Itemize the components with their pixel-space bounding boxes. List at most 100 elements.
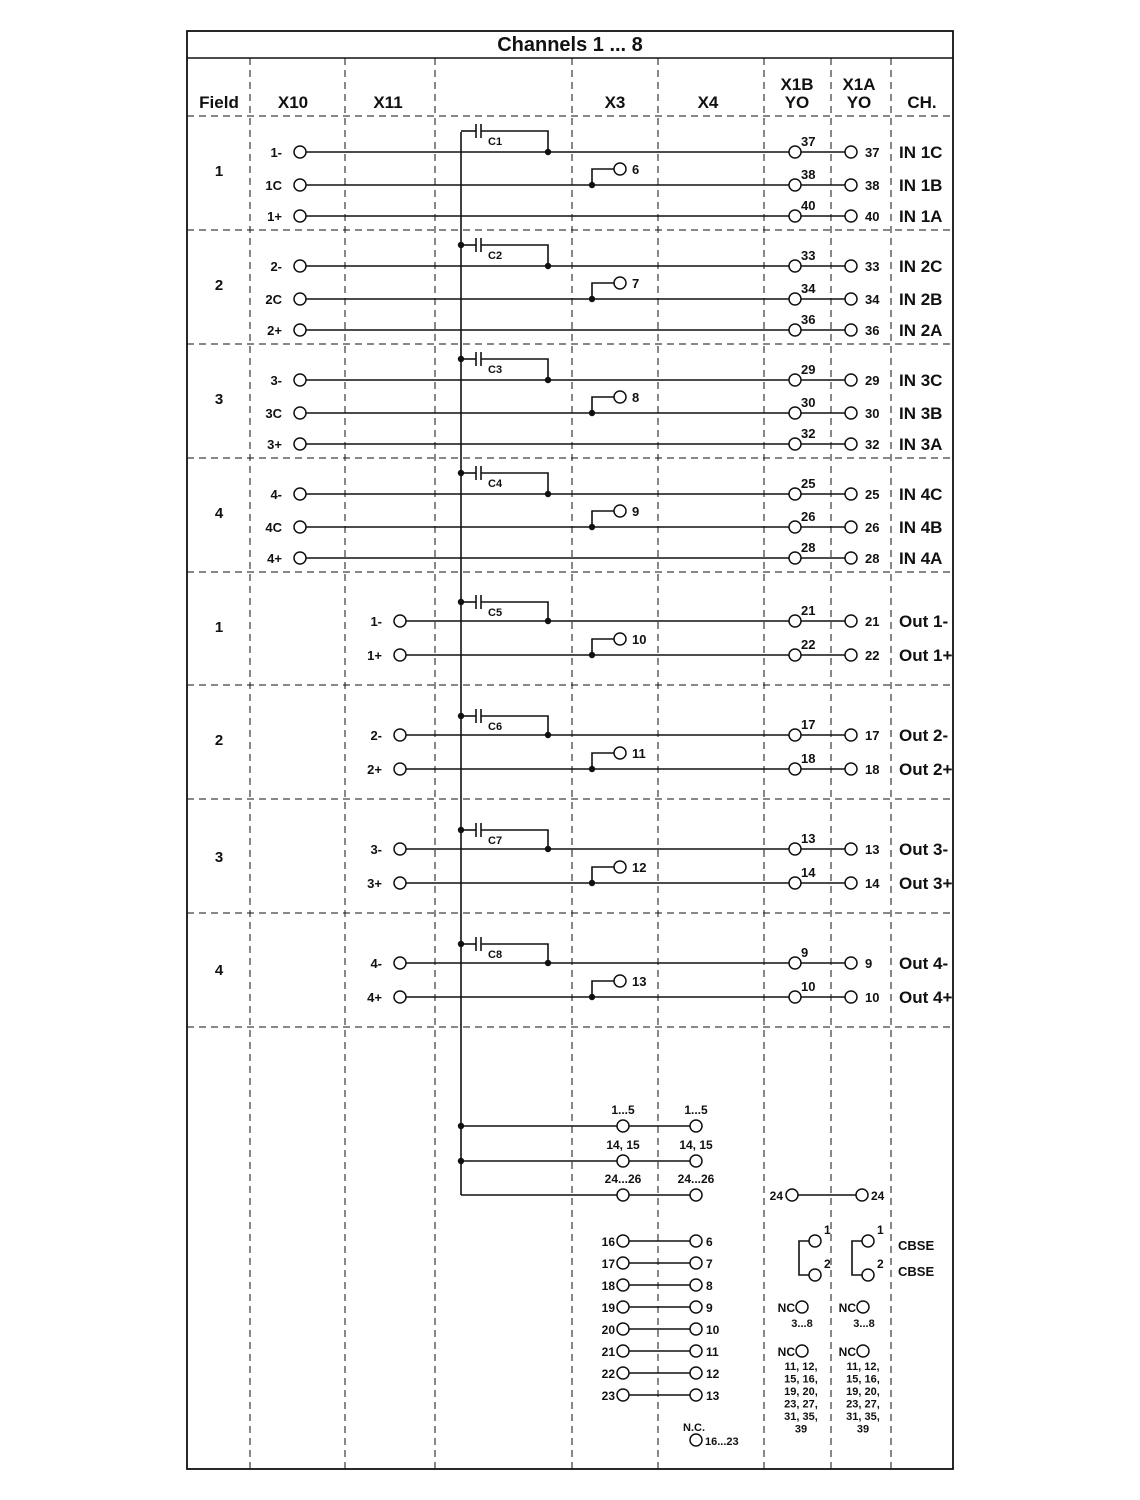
terminal-label: 2+ bbox=[267, 323, 282, 338]
nc-pins: 39 bbox=[795, 1424, 807, 1436]
cbse-pin-2: 2 bbox=[877, 1257, 884, 1271]
x3-link-number: 17 bbox=[602, 1257, 616, 1271]
x4-nc-label: N.C. bbox=[683, 1422, 705, 1434]
capacitor-lead bbox=[481, 601, 549, 621]
header-x1b-yo: YO bbox=[785, 93, 810, 112]
terminal-x1b bbox=[788, 842, 802, 856]
x4-group-label: 24...26 bbox=[678, 1172, 715, 1186]
channel-label: IN 4B bbox=[899, 518, 942, 537]
terminal-x1b bbox=[788, 990, 802, 1004]
terminal-x1a bbox=[844, 406, 858, 420]
x1b-pin-number: 22 bbox=[801, 637, 815, 652]
channel-label: IN 2A bbox=[899, 321, 942, 340]
terminal-x3 bbox=[613, 390, 627, 404]
x1b-pin-number: 10 bbox=[801, 979, 815, 994]
x1b-pin-number: 33 bbox=[801, 248, 815, 263]
cbse-pin-1: 1 bbox=[877, 1223, 884, 1237]
terminal-x10 bbox=[293, 551, 307, 565]
x4-link-number: 10 bbox=[706, 1323, 720, 1337]
terminal-x4-link bbox=[689, 1256, 703, 1270]
x1a-pin-number: 32 bbox=[865, 437, 879, 452]
terminal-x1b bbox=[788, 259, 802, 273]
terminal-x1a bbox=[844, 209, 858, 223]
x3-branch bbox=[591, 510, 614, 527]
x3-pin-number: 6 bbox=[632, 162, 639, 177]
terminal-x1a bbox=[844, 487, 858, 501]
terminal-x10 bbox=[293, 178, 307, 192]
terminal-x10 bbox=[293, 437, 307, 451]
terminal-x3-link bbox=[616, 1388, 630, 1402]
x3-link-number: 23 bbox=[602, 1389, 616, 1403]
header-x11: X11 bbox=[373, 93, 402, 112]
terminal-label: 3+ bbox=[267, 437, 282, 452]
x1b-pin-number: 21 bbox=[801, 603, 815, 618]
nc-pins: 3...8 bbox=[853, 1318, 874, 1330]
terminal-x11 bbox=[393, 876, 407, 890]
terminal-x11 bbox=[393, 956, 407, 970]
terminal-label: 1+ bbox=[267, 209, 282, 224]
nc-pins: 31, 35, bbox=[784, 1411, 818, 1423]
x1a-pin-number: 26 bbox=[865, 520, 879, 535]
terminal-x4-link bbox=[689, 1344, 703, 1358]
x3-branch bbox=[591, 638, 614, 655]
terminal-x1a bbox=[844, 437, 858, 451]
x4-group-label: 14, 15 bbox=[679, 1138, 713, 1152]
terminal-cbse-1 bbox=[861, 1234, 875, 1248]
terminal-x3-link bbox=[616, 1344, 630, 1358]
terminal-label: 2- bbox=[270, 259, 282, 274]
terminal-x1a bbox=[844, 551, 858, 565]
x1b-pin-number: 30 bbox=[801, 395, 815, 410]
terminal-x3-link bbox=[616, 1234, 630, 1248]
x1a-pin-number: 14 bbox=[865, 876, 880, 891]
x1a-pin-number: 9 bbox=[865, 956, 872, 971]
header-x1b: X1B bbox=[780, 75, 813, 94]
nc-pins: 11, 12, bbox=[784, 1361, 817, 1373]
terminal-x4-link bbox=[689, 1366, 703, 1380]
x3-group-label: 24...26 bbox=[605, 1172, 642, 1186]
x3-pin-number: 10 bbox=[632, 632, 646, 647]
terminal-cbse-2 bbox=[861, 1268, 875, 1282]
terminal-label: 3- bbox=[270, 373, 282, 388]
terminal-label: 4+ bbox=[267, 551, 282, 566]
nc-pins: 3...8 bbox=[791, 1318, 812, 1330]
terminal-x1a bbox=[844, 990, 858, 1004]
field-number: 1 bbox=[215, 163, 223, 180]
x1a-pin-number: 30 bbox=[865, 406, 879, 421]
x4-link-number: 7 bbox=[706, 1257, 713, 1271]
terminal-x1b bbox=[788, 209, 802, 223]
channel-label: IN 4A bbox=[899, 549, 942, 568]
terminal-x1a bbox=[844, 292, 858, 306]
terminal-label: 2- bbox=[370, 728, 382, 743]
terminal-nc bbox=[856, 1344, 870, 1358]
terminal-cbse-2 bbox=[808, 1268, 822, 1282]
nc-label: NC bbox=[778, 1301, 796, 1315]
x1b-pin-number: 9 bbox=[801, 945, 808, 960]
terminal-x1a bbox=[844, 259, 858, 273]
capacitor-label: C3 bbox=[488, 364, 502, 376]
terminal-x3 bbox=[613, 276, 627, 290]
terminal-x1a bbox=[844, 648, 858, 662]
x3-branch bbox=[591, 866, 614, 883]
x3-group-label: 14, 15 bbox=[606, 1138, 640, 1152]
terminal-x3 bbox=[613, 974, 627, 988]
x3-branch bbox=[591, 396, 614, 413]
terminal-x1b bbox=[788, 178, 802, 192]
channel-label: Out 4+ bbox=[899, 988, 952, 1007]
terminal-nc bbox=[795, 1344, 809, 1358]
terminal-x3-link bbox=[616, 1256, 630, 1270]
terminal-x1a bbox=[844, 178, 858, 192]
x1a-pin-number: 18 bbox=[865, 762, 879, 777]
x1b-pin-number: 26 bbox=[801, 509, 815, 524]
x3-pin-number: 9 bbox=[632, 504, 639, 519]
terminal-x1b bbox=[788, 437, 802, 451]
capacitor-lead bbox=[481, 715, 549, 735]
channel-label: IN 1B bbox=[899, 176, 942, 195]
field-number: 4 bbox=[215, 962, 224, 979]
channel-label: IN 1A bbox=[899, 207, 942, 226]
header-ch: CH. bbox=[907, 93, 936, 112]
terminal-x11 bbox=[393, 990, 407, 1004]
field-number: 1 bbox=[215, 619, 223, 636]
x4-link-number: 13 bbox=[706, 1389, 720, 1403]
header-x10: X10 bbox=[278, 93, 308, 112]
